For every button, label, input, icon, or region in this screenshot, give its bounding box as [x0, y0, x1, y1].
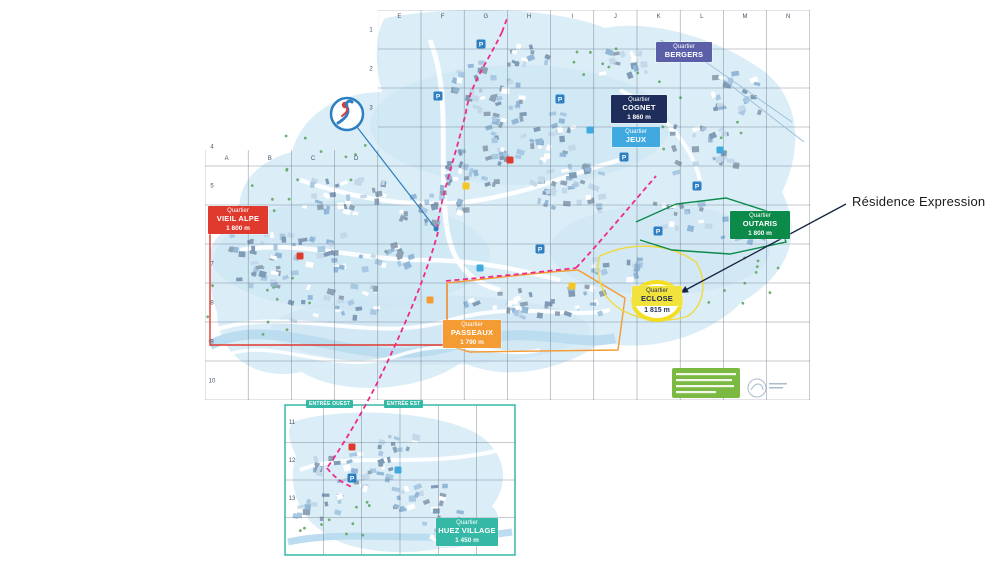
quarter-altitude: 1 860 m	[627, 113, 651, 121]
quarter-label-cognet: Quartier COGNET 1 860 m	[611, 95, 667, 124]
quarter-label-jeux: Quartier JEUX	[612, 127, 660, 147]
info-box	[672, 368, 787, 398]
svg-text:D: D	[354, 156, 359, 162]
svg-text:I: I	[571, 14, 573, 20]
quarter-kicker: Quartier	[227, 208, 249, 214]
quarter-title: PASSEAUX	[450, 327, 494, 337]
quarter-label-passeaux: Quartier PASSEAUX 1 790 m	[443, 320, 501, 349]
svg-text:P: P	[695, 184, 700, 191]
quarter-kicker: Quartier	[456, 520, 478, 526]
svg-text:C: C	[311, 156, 316, 162]
poi-icon	[568, 282, 576, 290]
parking-icon	[555, 94, 565, 104]
poi-icon	[296, 252, 304, 260]
quarter-kicker: Quartier	[461, 322, 483, 328]
annotation-label: Résidence Expression	[852, 194, 986, 209]
grid-labels: ABCDEFGHIJKLMN12345678910111213	[209, 14, 791, 502]
svg-text:11: 11	[289, 420, 296, 426]
annotation-arrow	[679, 203, 847, 294]
parking-icon	[433, 91, 443, 101]
quarter-label-huez-village: Quartier HUEZ VILLAGE 1 450 m	[436, 518, 498, 547]
poi-icon	[462, 182, 470, 190]
quarter-title: JEUX	[625, 134, 647, 144]
quarter-title: BERGERS	[664, 49, 704, 59]
svg-text:G: G	[483, 14, 488, 20]
poi-icon	[426, 296, 434, 304]
poi-icon	[586, 126, 594, 134]
quarter-kicker: Quartier	[646, 288, 668, 294]
svg-text:12: 12	[289, 458, 296, 464]
quarter-altitude: 1 800 m	[748, 229, 772, 237]
svg-text:9: 9	[210, 340, 214, 346]
quarter-kicker: Quartier	[673, 44, 695, 50]
svg-text:H: H	[527, 14, 531, 20]
quarter-altitude: 1 450 m	[455, 536, 479, 544]
quarter-title: COGNET	[622, 102, 656, 112]
parking-icon	[476, 39, 486, 49]
poi-icon	[394, 466, 402, 474]
quarter-label-eclose: Quartier ECLOSE 1 815 m	[632, 286, 682, 314]
svg-text:P: P	[656, 229, 661, 236]
svg-text:8: 8	[210, 301, 214, 307]
svg-text:A: A	[225, 156, 229, 162]
svg-text:P: P	[350, 476, 355, 483]
poi-icon	[348, 443, 356, 451]
parking-icon	[619, 152, 629, 162]
quarter-kicker: Quartier	[749, 213, 771, 219]
quarter-kicker: Quartier	[625, 129, 647, 135]
quarter-label-outaris: Quartier OUTARIS 1 800 m	[730, 211, 790, 240]
quarter-title: ECLOSE	[640, 293, 674, 303]
poi-icon	[716, 146, 724, 154]
quarter-title: OUTARIS	[742, 218, 778, 228]
parking-icon	[653, 226, 663, 236]
svg-text:P: P	[538, 247, 543, 254]
entrance-label-east: ENTRÉE EST	[384, 400, 424, 408]
quarter-altitude: 1 790 m	[460, 338, 484, 346]
svg-text:E: E	[397, 14, 401, 20]
svg-text:1: 1	[369, 28, 373, 34]
buildings-layer	[227, 43, 772, 542]
poi-markers: P P P P P P P P	[296, 39, 724, 483]
parking-icon	[692, 181, 702, 191]
partner-logo	[747, 378, 767, 398]
parking-icon	[347, 473, 357, 483]
svg-text:P: P	[479, 42, 484, 49]
resort-logo	[329, 96, 439, 232]
quarter-kicker: Quartier	[628, 97, 650, 103]
svg-text:K: K	[657, 14, 661, 20]
quarter-label-vieil-alpe: Quartier VIEIL ALPE 1 800 m	[208, 206, 268, 235]
quarter-title: VIEIL ALPE	[216, 213, 260, 223]
svg-text:P: P	[436, 94, 441, 101]
svg-text:P: P	[622, 155, 627, 162]
svg-text:B: B	[268, 156, 272, 162]
quarter-title: HUEZ VILLAGE	[438, 525, 496, 535]
svg-text:5: 5	[210, 184, 214, 190]
svg-text:7: 7	[210, 262, 214, 268]
svg-text:L: L	[700, 14, 704, 20]
quarter-altitude: 1 800 m	[226, 224, 250, 232]
svg-text:2: 2	[369, 67, 373, 73]
svg-text:N: N	[786, 14, 790, 20]
svg-text:3: 3	[369, 106, 373, 112]
svg-text:13: 13	[289, 496, 296, 502]
svg-text:M: M	[743, 14, 748, 20]
svg-text:J: J	[614, 14, 617, 20]
quarter-label-bergers: Quartier BERGERS	[656, 42, 712, 62]
poi-icon	[476, 264, 484, 272]
svg-text:4: 4	[210, 145, 214, 151]
svg-text:P: P	[558, 97, 563, 104]
poi-icon	[506, 156, 514, 164]
quarter-altitude: 1 815 m	[644, 306, 670, 314]
svg-text:F: F	[441, 14, 445, 20]
svg-text:10: 10	[209, 379, 216, 385]
walking-route-lines	[326, 15, 657, 488]
entrance-label-west: ENTRÉE OUEST	[306, 400, 354, 408]
parking-icon	[535, 244, 545, 254]
